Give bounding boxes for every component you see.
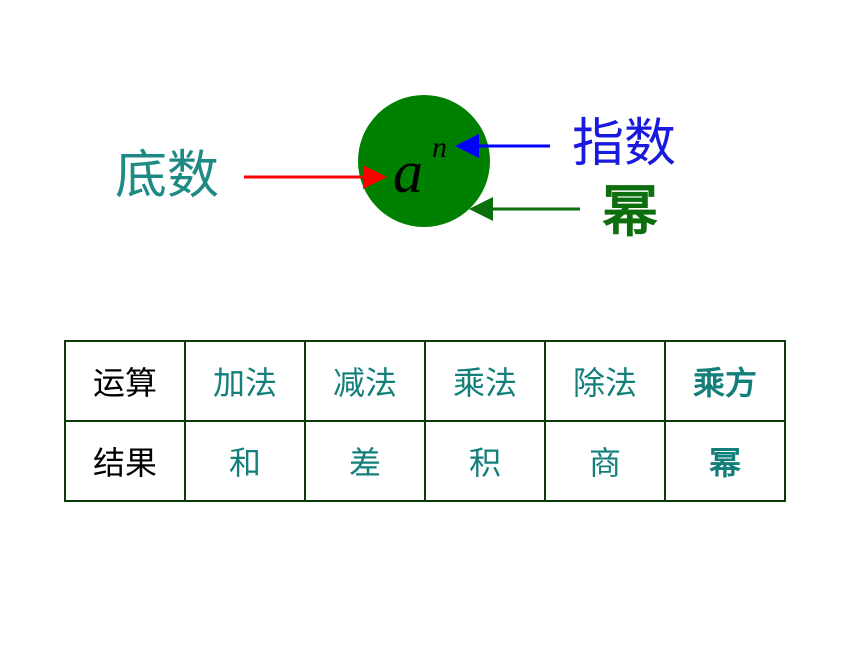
table-row-results: 结果 和 差 积 商 幂 [64, 420, 786, 502]
power-circle [358, 95, 490, 227]
base-symbol: a [393, 139, 423, 205]
operations-table: 运算 加法 减法 乘法 除法 乘方 结果 和 差 积 商 幂 [64, 340, 786, 502]
row-header-result: 结果 [64, 420, 186, 502]
cell-sum: 和 [184, 420, 306, 502]
cell-product: 积 [424, 420, 546, 502]
cell-exponentiation: 乘方 [664, 340, 786, 422]
cell-subtraction: 减法 [304, 340, 426, 422]
cell-power: 幂 [664, 420, 786, 502]
table-row-operations: 运算 加法 减法 乘法 除法 乘方 [64, 340, 786, 422]
cell-multiplication: 乘法 [424, 340, 546, 422]
row-header-operation: 运算 [64, 340, 186, 422]
power-label: 幂 [602, 179, 658, 245]
cell-addition: 加法 [184, 340, 306, 422]
cell-difference: 差 [304, 420, 426, 502]
power-diagram: a n [244, 95, 580, 227]
exponent-symbol: n [432, 131, 447, 164]
cell-quotient: 商 [544, 420, 666, 502]
exponent-label: 指数 [572, 114, 677, 174]
base-label: 底数 [115, 146, 220, 206]
cell-division: 除法 [544, 340, 666, 422]
